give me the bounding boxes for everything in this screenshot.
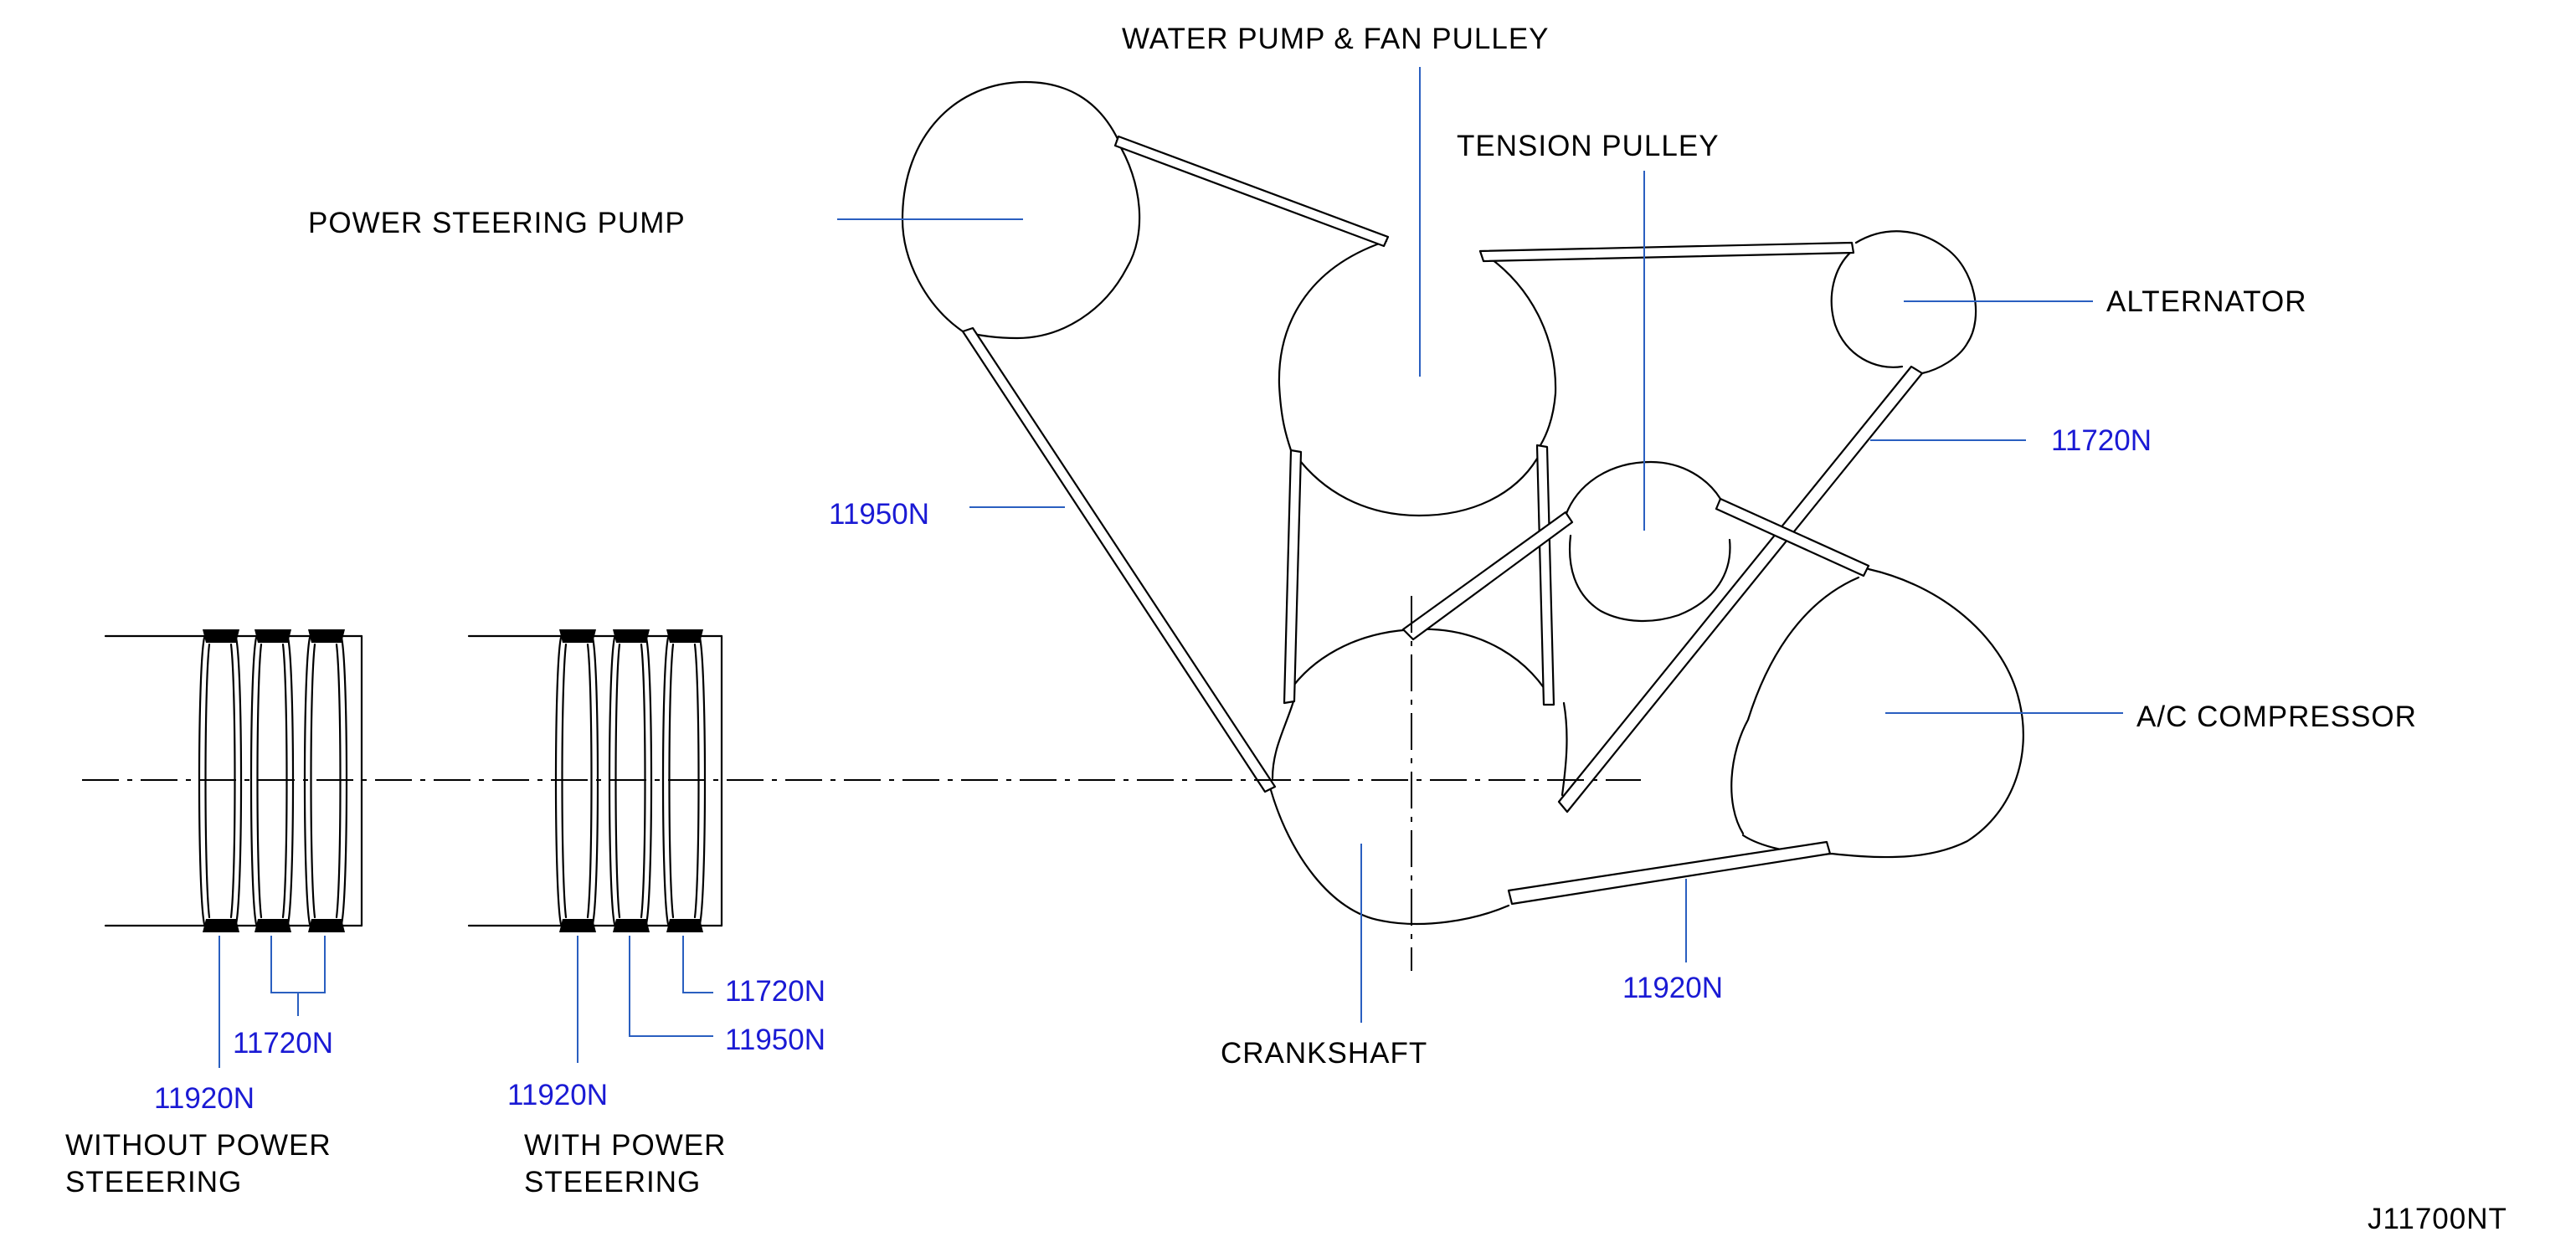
belt-wp-to-alternator — [1478, 241, 1855, 263]
belts — [961, 135, 1924, 906]
component-labels: WATER PUMP & FAN PULLEY TENSION PULLEY P… — [65, 23, 2507, 1235]
groove-1 — [554, 629, 599, 932]
groove-2 — [608, 629, 653, 932]
belt-ps-to-waterpump — [1113, 135, 1390, 248]
section-without-power-steering — [104, 629, 363, 932]
pn-belt-alternator: 11720N — [2051, 424, 2152, 457]
label-power-steering-pump: POWER STEERING PUMP — [308, 207, 686, 239]
crankshaft-pulley — [1269, 628, 1568, 925]
groove-3 — [303, 629, 348, 932]
groove-1 — [198, 629, 243, 932]
pn-belt-ac: 11920N — [1622, 972, 1723, 1004]
label-with-ps-1: WITH POWER — [524, 1129, 726, 1162]
section-with-power-steering — [467, 629, 723, 932]
groove-2 — [249, 629, 295, 932]
belt-wp-right-vertical — [1535, 444, 1555, 706]
tension-pulley — [1564, 460, 1731, 622]
label-tension-pulley: TENSION PULLEY — [1457, 130, 1720, 162]
water-pump-pulley — [1278, 239, 1557, 517]
belt-ps-to-crank — [961, 326, 1277, 793]
label-alternator: ALTERNATOR — [2106, 285, 2306, 318]
centerlines — [82, 596, 1641, 971]
leader-lines — [219, 67, 2123, 1068]
pulley-outlines — [901, 80, 2024, 925]
label-without-ps-1: WITHOUT POWER — [65, 1129, 332, 1162]
label-without-ps-2: STEEERING — [65, 1166, 242, 1198]
label-ac-compressor: A/C COMPRESSOR — [2136, 701, 2417, 733]
label-water-pump: WATER PUMP & FAN PULLEY — [1122, 23, 1550, 55]
pn-with-ps-alt: 11720N — [725, 975, 825, 1008]
label-crankshaft: CRANKSHAFT — [1221, 1037, 1427, 1070]
pn-without-ps-upper: 11720N — [233, 1027, 333, 1060]
pn-belt-power-steering: 11950N — [829, 498, 929, 531]
pn-with-ps-ac: 11920N — [507, 1079, 608, 1111]
alternator-pulley — [1830, 230, 1977, 375]
belt-ac-to-crank — [1507, 840, 1832, 906]
pn-with-ps-ps: 11950N — [725, 1024, 825, 1056]
label-with-ps-2: STEEERING — [524, 1166, 701, 1198]
pn-without-ps-lower: 11920N — [154, 1082, 255, 1115]
power-steering-pump-pulley — [901, 80, 1141, 340]
belt-tension-to-ac — [1715, 497, 1870, 577]
belt-crank-to-tension — [1401, 511, 1574, 641]
groove-3 — [661, 629, 707, 932]
part-number-labels: 11720N 11950N 11920N 11720N 11920N 11720… — [154, 424, 2152, 1115]
belt-wp-left-vertical — [1283, 449, 1303, 705]
figure-id: J11700NT — [2368, 1203, 2507, 1235]
belt-alternator-to-crank — [1557, 365, 1924, 813]
